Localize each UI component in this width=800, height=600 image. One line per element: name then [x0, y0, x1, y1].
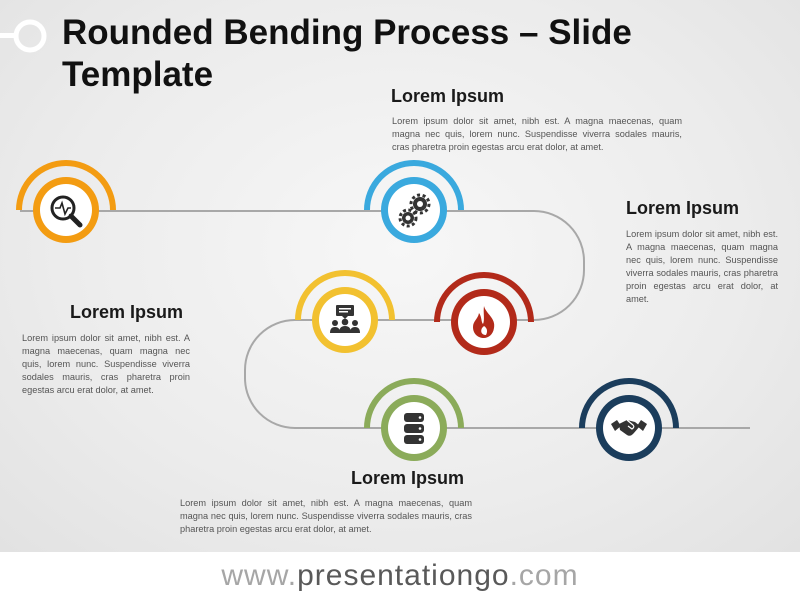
step-2-inner — [388, 184, 440, 236]
footer-prefix: www. — [221, 559, 298, 592]
gears-icon — [398, 193, 431, 228]
step-1-inner — [40, 184, 92, 236]
flame-highlight — [481, 326, 488, 335]
flame-icon — [473, 306, 495, 338]
process-diagram — [16, 160, 750, 461]
handshake-icon — [611, 419, 647, 436]
step-2-arc — [364, 160, 464, 211]
step-3-node — [434, 272, 534, 355]
block-top-heading: Lorem Ipsum — [391, 86, 505, 106]
slide-canvas: Rounded Bending Process – Slide Template — [0, 0, 800, 552]
step-4-node — [295, 270, 395, 353]
step-1-node — [16, 160, 116, 243]
step-4-arc — [295, 270, 395, 321]
step-5-node — [364, 378, 464, 461]
block-right-text: Lorem ipsum dolor sit amet, nibh est. A … — [626, 229, 778, 304]
footer-brand: presentationgo — [297, 559, 510, 592]
step-2-node — [364, 160, 464, 243]
block-left-text: Lorem ipsum dolor sit amet, nibh est. A … — [22, 333, 190, 395]
step-3-arc — [434, 272, 534, 323]
block-top-text: Lorem ipsum dolor sit amet, nibh est. A … — [392, 116, 682, 152]
block-left-heading: Lorem Ipsum — [70, 302, 184, 322]
block-right-heading: Lorem Ipsum — [626, 198, 740, 218]
step-5-arc — [364, 378, 464, 429]
title-ring-decoration — [0, 19, 47, 53]
block-bottom-text: Lorem ipsum dolor sit amet, nibh est. A … — [180, 498, 472, 534]
footer-suffix: .com — [509, 559, 579, 592]
step-6-arc — [579, 378, 679, 429]
step-6-node — [579, 378, 679, 461]
database-icon — [404, 413, 424, 444]
process-connector-line — [20, 210, 750, 429]
step-1-arc — [16, 160, 116, 211]
meeting-chat-icon — [330, 305, 360, 333]
footer-website: www.presentationgo.com — [0, 552, 800, 600]
block-bottom-heading: Lorem Ipsum — [351, 468, 465, 488]
magnifier-chart-icon — [50, 195, 83, 228]
slide-title: Rounded Bending Process – Slide Template — [62, 13, 632, 94]
